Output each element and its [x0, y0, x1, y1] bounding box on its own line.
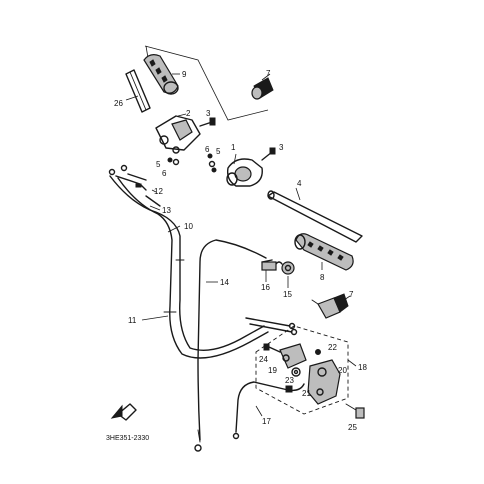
throttle-cable-10: [109, 175, 265, 351]
collar-23: [291, 367, 301, 377]
callout-20: 20: [338, 366, 347, 375]
callout-8: 8: [320, 273, 325, 282]
callout-2: 2: [186, 109, 191, 118]
clutch-cable: [194, 239, 273, 452]
cable-ends-12-13: [108, 164, 161, 207]
nut-22: [315, 349, 321, 355]
callout-24: 24: [259, 355, 268, 364]
callout-15: 15: [283, 290, 292, 299]
top-group-outline: [144, 45, 269, 121]
callout-11: 11: [128, 316, 137, 325]
callout-7: 7: [349, 290, 354, 299]
callout-5: 5: [156, 160, 161, 169]
callout-6: 6: [205, 145, 210, 154]
screw-3-left: [199, 117, 216, 127]
callout-13: 13: [162, 206, 171, 215]
callout-3: 3: [279, 143, 284, 152]
callout-18: 18: [358, 363, 367, 372]
cable-17: [232, 381, 305, 440]
callout-21: 21: [302, 389, 311, 398]
callout-3: 3: [206, 109, 211, 118]
nut-15: [281, 261, 295, 275]
bolt-25: [345, 403, 365, 419]
throttle-housing: [155, 115, 201, 154]
callout-26: 26: [114, 99, 123, 108]
callout-19: 19: [268, 366, 277, 375]
bar-end-weight: [125, 69, 151, 113]
callout-16: 16: [261, 283, 270, 292]
callout-23: 23: [285, 376, 294, 385]
drawing-code: 3HE351-2330: [106, 435, 149, 442]
callout-5: 5: [216, 147, 221, 156]
front-arrow-icon: [110, 403, 137, 421]
switch-housing: [226, 158, 263, 187]
clutch-lever-group-outline: [255, 325, 349, 415]
handle-grip: [294, 233, 354, 271]
callout-6: 6: [162, 169, 167, 178]
callout-9: 9: [182, 70, 187, 79]
callout-25: 25: [348, 423, 357, 432]
callout-10: 10: [184, 222, 193, 231]
cable-end-adjusters: [245, 317, 298, 336]
callout-1: 1: [231, 143, 236, 152]
part-callouts: 1 2 3 3 4 5 5 6 6 7 7 8 9 10 11 12 13 14…: [114, 69, 367, 432]
callout-4: 4: [297, 179, 302, 188]
throttle-grip: [143, 54, 179, 95]
bolt-24: [263, 343, 281, 353]
callout-22: 22: [328, 343, 337, 352]
lever-holder: [279, 343, 307, 369]
screws-5-6: [167, 153, 217, 173]
grip-end-cap-top: [251, 77, 274, 100]
callout-17: 17: [262, 417, 271, 426]
adjuster-16: [261, 261, 283, 271]
grip-end-cap-lower: [311, 293, 349, 319]
handlebar: [267, 190, 363, 243]
callout-7: 7: [266, 69, 271, 78]
leader-lines: [125, 73, 357, 417]
screw-3-right: [261, 147, 276, 161]
callout-12: 12: [154, 187, 163, 196]
callout-14: 14: [220, 278, 229, 287]
lever-bracket: [307, 359, 341, 405]
throttle-cable-11: [117, 177, 269, 359]
